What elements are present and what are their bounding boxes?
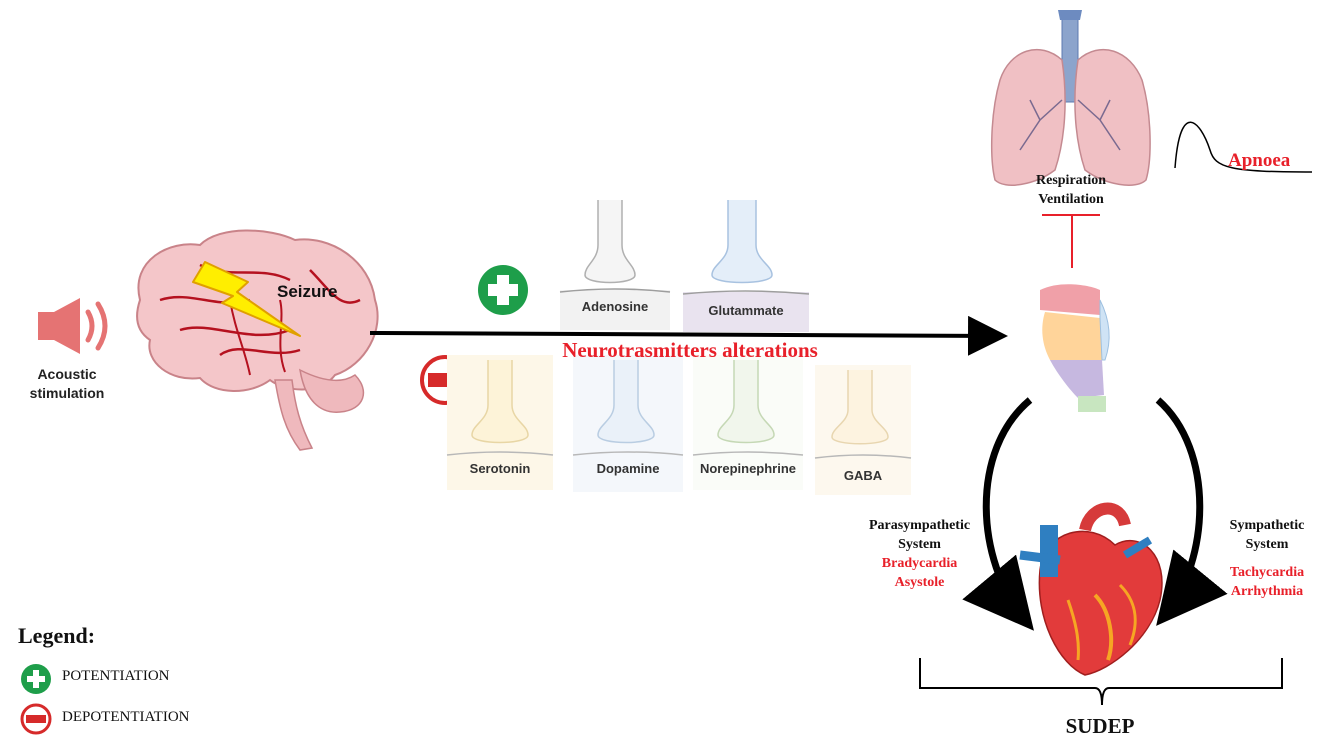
sympathetic-label: Sympathetic System Tachycardia Arrhythmi… <box>1212 516 1322 601</box>
parasympathetic-label: Parasympathetic System Bradycardia Asyst… <box>852 516 987 592</box>
parasympathetic-line2: System <box>898 537 941 552</box>
parasympathetic-effect1: Bradycardia <box>881 556 958 571</box>
legend-minus-label: DEPOTENTIATION <box>62 709 190 725</box>
synapse-norepinephrine <box>692 355 804 490</box>
sympathetic-line2: System <box>1245 537 1289 552</box>
sympathetic-effect2: Arrhythmia <box>1230 584 1304 599</box>
legend-minus-icon <box>20 703 52 735</box>
lungs-label-line2: Ventilation <box>1038 192 1104 207</box>
sympathetic-line1: Sympathetic <box>1229 518 1305 533</box>
synapse-gaba <box>814 365 912 495</box>
stimulus-label-line2: stimulation <box>29 385 105 401</box>
sudep-label: SUDEP <box>1065 714 1135 738</box>
seizure-label: Seizure <box>277 282 338 301</box>
norepinephrine-label: Norepinephrine <box>699 461 797 476</box>
sympathetic-effect1: Tachycardia <box>1229 565 1305 580</box>
brainstem-icon <box>1040 284 1110 412</box>
synapse-serotonin <box>446 355 554 490</box>
apnoea-waveform <box>1174 121 1313 173</box>
synapse-glutammate <box>682 200 810 332</box>
lungs-icon <box>991 10 1151 186</box>
adenosine-label: Adenosine <box>581 299 649 314</box>
outcome-brace <box>919 658 1283 706</box>
lungs-label-line1: Respiration <box>1036 173 1106 188</box>
brain-icon <box>136 229 379 451</box>
apnoea-label: Apnoea <box>1228 150 1291 171</box>
sympathetic-arrow <box>1155 397 1228 626</box>
gaba-label: GABA <box>843 468 883 483</box>
stimulus-label-line1: Acoustic <box>37 366 97 382</box>
plus-icon <box>478 265 528 315</box>
lightning-bolt-icon <box>192 261 301 337</box>
main-arrow <box>369 315 1008 356</box>
lungs-label: Respiration Ventilation <box>1012 171 1130 209</box>
stimulus-label: Acoustic stimulation <box>12 365 122 403</box>
legend-plus-label: POTENTIATION <box>62 668 170 684</box>
legend-title-text: Legend <box>18 623 88 648</box>
heart-icon <box>1019 502 1163 676</box>
speaker-icon <box>38 298 108 354</box>
inhibition-line <box>1042 214 1100 268</box>
parasympathetic-arrow <box>962 397 1034 631</box>
center-title: Neurotrasmitters alterations <box>562 338 818 362</box>
legend-title-colon: : <box>87 623 96 648</box>
parasympathetic-line1: Parasympathetic <box>868 518 971 533</box>
synapse-adenosine <box>559 200 671 330</box>
parasympathetic-effect2: Asystole <box>894 575 945 590</box>
dopamine-label: Dopamine <box>596 461 660 476</box>
synapse-dopamine <box>572 355 684 492</box>
legend-title: Legend: <box>18 623 95 649</box>
serotonin-label: Serotonin <box>469 461 531 476</box>
glutammate-label: Glutammate <box>708 303 784 318</box>
legend-plus-icon <box>21 664 51 694</box>
